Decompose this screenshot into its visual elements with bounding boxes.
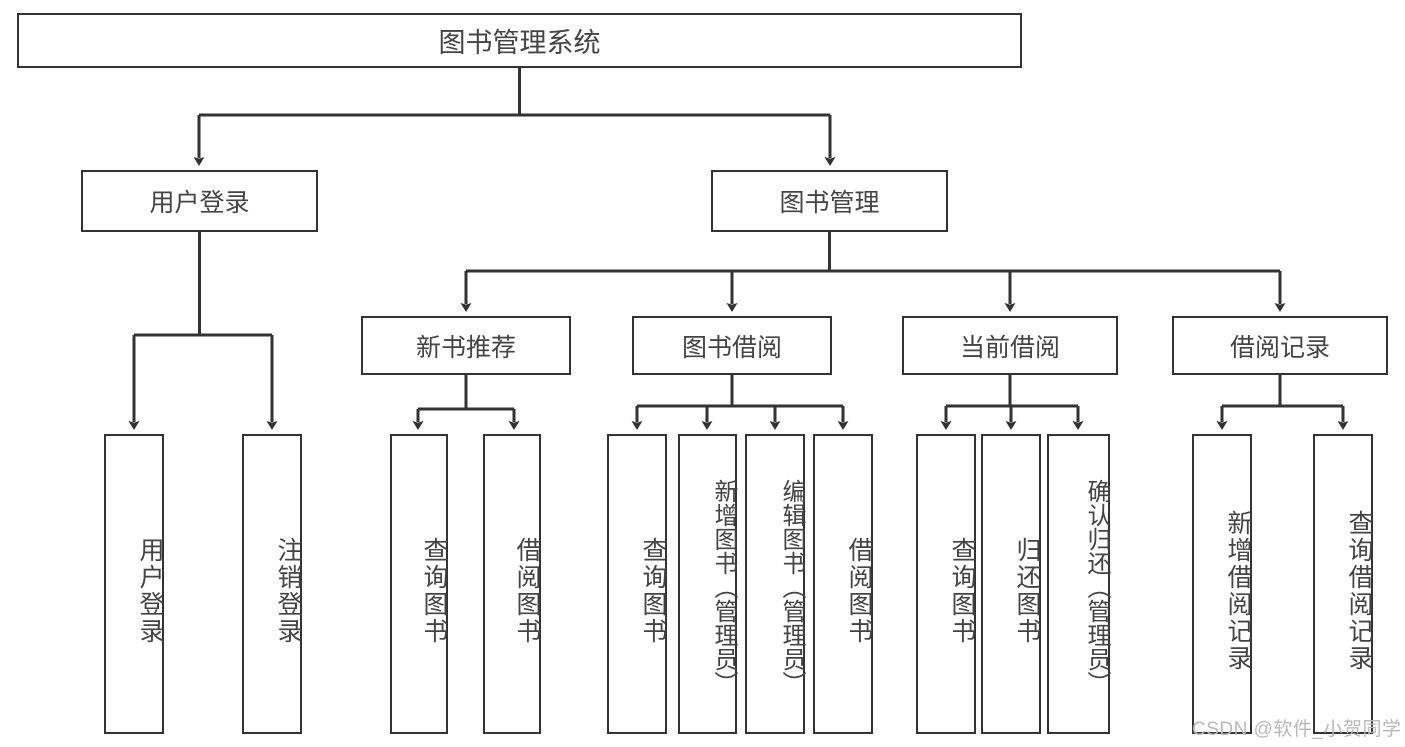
node-user-login[interactable]: 用户登录: [81, 170, 318, 232]
leaf-logout-login[interactable]: 注销登录: [242, 434, 302, 734]
leaf-borrow-book[interactable]: 借阅图书: [813, 434, 873, 734]
node-borrow-record[interactable]: 借阅记录: [1172, 316, 1388, 375]
edges-user-login: [128, 232, 278, 430]
node-book-borrow[interactable]: 图书借阅: [632, 316, 832, 375]
edges-new-book: [412, 375, 520, 430]
leaf-edit-book-admin[interactable]: 编辑图书（管理员）: [745, 434, 805, 734]
edges-borrow-record: [1216, 375, 1349, 430]
node-book-management[interactable]: 图书管理: [711, 170, 948, 232]
leaf-query-book-newbook[interactable]: 查询图书: [390, 434, 448, 734]
edges-book-borrow: [631, 375, 849, 430]
edges-root: [193, 68, 836, 166]
node-current-borrow[interactable]: 当前借阅: [902, 316, 1118, 375]
csdn-watermark: CSDN @软件_小贺同学: [1192, 719, 1402, 740]
leaf-user-login[interactable]: 用户登录: [104, 434, 164, 734]
leaf-query-book-borrow[interactable]: 查询图书: [607, 434, 667, 734]
leaf-add-borrow-record[interactable]: 新增借阅记录: [1192, 434, 1252, 734]
leaf-return-book[interactable]: 归还图书: [981, 434, 1041, 734]
leaf-borrow-book-newbook[interactable]: 借阅图书: [483, 434, 541, 734]
edges-current-borrow: [940, 375, 1084, 430]
leaf-query-book-current[interactable]: 查询图书: [916, 434, 976, 734]
leaf-confirm-return-admin[interactable]: 确认归还（管理员）: [1047, 434, 1110, 734]
edges-book-manage: [460, 232, 1286, 312]
node-root-system[interactable]: 图书管理系统: [17, 13, 1022, 68]
node-new-book-recommend[interactable]: 新书推荐: [361, 316, 571, 375]
leaf-query-borrow-record[interactable]: 查询借阅记录: [1313, 434, 1373, 734]
leaf-add-book-admin[interactable]: 新增图书（管理员）: [678, 434, 737, 734]
